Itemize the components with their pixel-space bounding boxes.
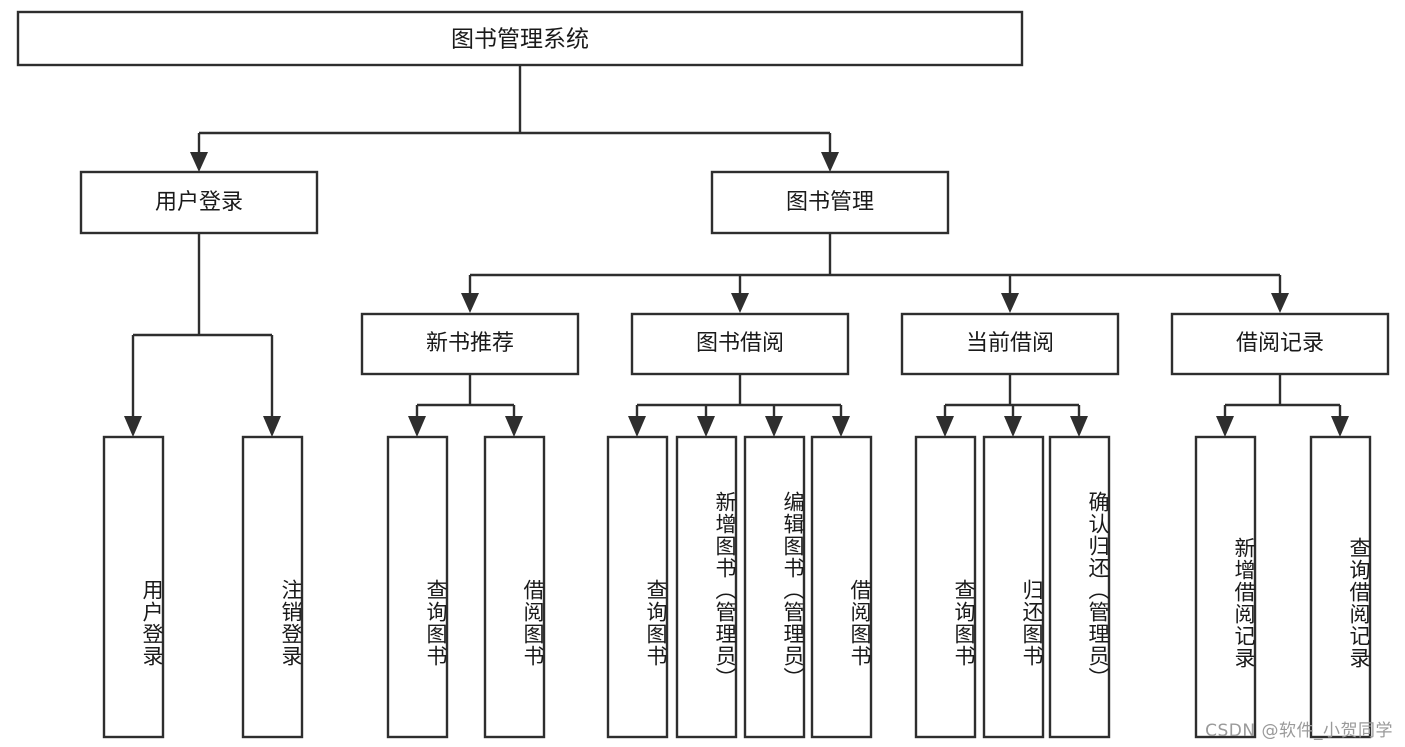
leaf-box-edit-book[interactable]: [743, 435, 806, 739]
connectors-borrow-record-to-leaves: [1216, 374, 1349, 437]
arrow-head-book-borrow: [731, 293, 749, 313]
arrow-head-leaf-logout-login: [263, 416, 281, 437]
arrow-head-borrow-record: [1271, 293, 1289, 313]
arrow-head-leaf-query-book-2: [628, 416, 646, 437]
arrow-head-leaf-confirm-return: [1070, 416, 1088, 437]
node-root-box[interactable]: [16, 10, 1024, 67]
node-borrow-record[interactable]: 借阅记录: [1170, 312, 1390, 376]
node-book-management[interactable]: 图书管理: [710, 170, 950, 235]
arrow-head-leaf-borrow-book-2: [832, 416, 850, 437]
leaf-box-logout-login[interactable]: [241, 435, 304, 739]
node-book-borrow-box[interactable]: [630, 312, 850, 376]
leaf-box-query-book-2[interactable]: [606, 435, 669, 739]
leaf-box-query-record[interactable]: [1309, 435, 1372, 739]
arrow-head-book-management: [821, 152, 839, 172]
arrow-head-leaf-user-login: [124, 416, 142, 437]
node-book-management-label: 图书管理: [786, 190, 874, 215]
node-user-login-box[interactable]: [79, 170, 319, 235]
node-current-borrow[interactable]: 当前借阅: [900, 312, 1120, 376]
arrow-head-leaf-edit-book: [765, 416, 783, 437]
leaf-box-confirm-return[interactable]: [1048, 435, 1111, 739]
connectors-book-management-to-level3: [461, 233, 1289, 313]
leaf-box-return-book[interactable]: [982, 435, 1045, 739]
connectors-current-borrow-to-leaves: [936, 374, 1088, 437]
node-borrow-record-label: 借阅记录: [1236, 331, 1324, 356]
leaf-box-add-record[interactable]: [1194, 435, 1257, 739]
leaf-box-add-book[interactable]: [675, 435, 738, 739]
node-borrow-record-box[interactable]: [1170, 312, 1390, 376]
arrow-head-leaf-add-record: [1216, 416, 1234, 437]
node-root-label: 图书管理系统: [451, 27, 589, 53]
arrow-head-leaf-query-book-1: [408, 416, 426, 437]
arrow-head-new-book-recommend: [461, 293, 479, 313]
leaf-box-user-login[interactable]: [102, 435, 165, 739]
leaf-box-borrow-book-2[interactable]: [810, 435, 873, 739]
arrow-head-leaf-add-book: [697, 416, 715, 437]
node-new-book-recommend-box[interactable]: [360, 312, 580, 376]
leaf-box-query-book-3[interactable]: [914, 435, 977, 739]
node-user-login-label: 用户登录: [155, 190, 243, 215]
leaf-box-query-book-1[interactable]: [386, 435, 449, 739]
arrow-head-user-login: [190, 152, 208, 172]
node-current-borrow-label: 当前借阅: [966, 331, 1054, 356]
arrow-head-current-borrow: [1001, 293, 1019, 313]
node-book-borrow[interactable]: 图书借阅: [630, 312, 850, 376]
node-new-book-recommend-label: 新书推荐: [426, 331, 514, 356]
connectors-user-login-to-leaves: [124, 233, 281, 437]
connectors-root-to-level2: [190, 65, 839, 172]
leaf-boxes: [102, 435, 1372, 739]
arrow-head-leaf-return-book: [1004, 416, 1022, 437]
connectors-book-borrow-to-leaves: [628, 374, 850, 437]
leaf-box-borrow-book-1[interactable]: [483, 435, 546, 739]
node-book-borrow-label: 图书借阅: [696, 331, 784, 356]
node-new-book-recommend[interactable]: 新书推荐: [360, 312, 580, 376]
node-book-management-box[interactable]: [710, 170, 950, 235]
csdn-watermark: CSDN @软件_小贺同学: [1205, 721, 1393, 741]
node-current-borrow-box[interactable]: [900, 312, 1120, 376]
node-user-login[interactable]: 用户登录: [79, 170, 319, 235]
arrow-head-leaf-query-book-3: [936, 416, 954, 437]
arrow-head-leaf-borrow-book-1: [505, 416, 523, 437]
connectors-new-book-recommend-to-leaves: [408, 374, 523, 437]
node-root[interactable]: 图书管理系统: [16, 10, 1024, 67]
arrow-head-leaf-query-record: [1331, 416, 1349, 437]
